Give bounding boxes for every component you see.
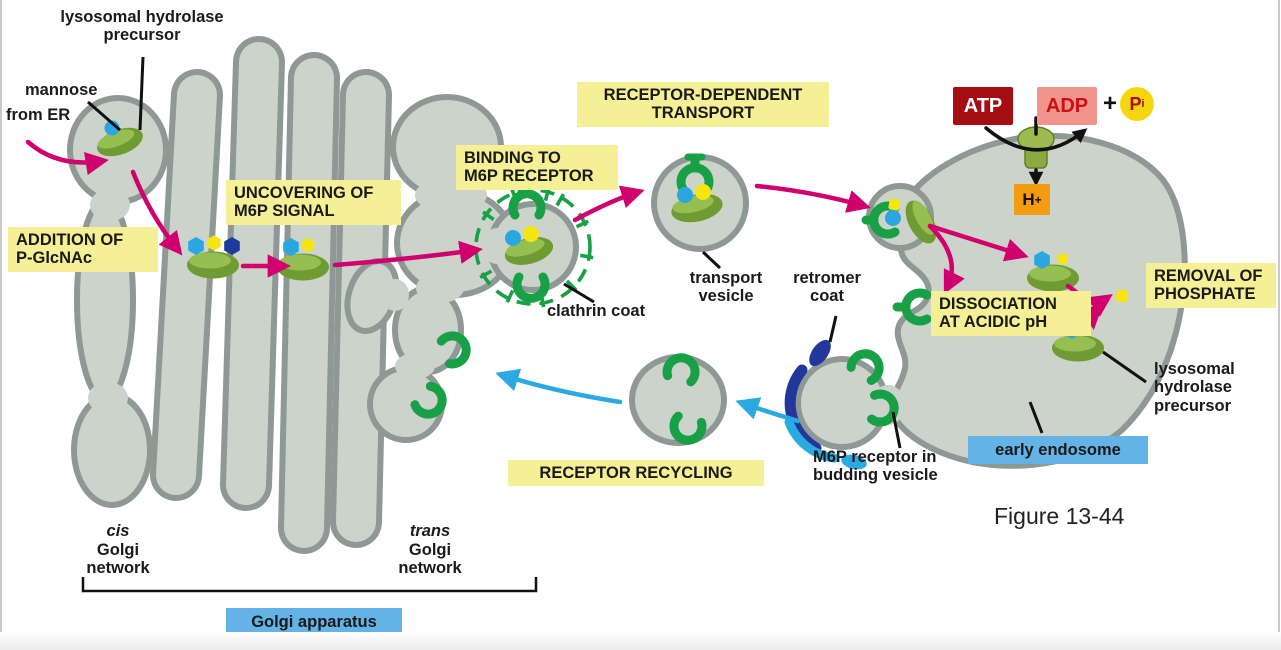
step-receptor-recycling: RECEPTOR RECYCLING xyxy=(508,460,764,487)
mannose-icon xyxy=(104,120,120,136)
pi-subscript: i xyxy=(1141,98,1145,110)
label-trans-golgi-network: trans Golgi network xyxy=(398,504,461,596)
trans-golgi-words: Golgi network xyxy=(398,540,462,578)
step-receptor-dependent-transport: RECEPTOR-DEPENDENT TRANSPORT xyxy=(577,82,829,127)
hydrolase-cis xyxy=(93,120,147,162)
h-letter: H xyxy=(1022,189,1035,209)
slide-bottom-shade xyxy=(0,632,1281,650)
label-m6p-receptor-in-budding-vesicle: M6P receptor in budding vesicle xyxy=(813,448,938,485)
step-uncovering-m6p-signal: UNCOVERING OF M6P SIGNAL xyxy=(226,180,401,225)
label-lysosomal-hydrolase-precursor-right: lysosomal hydrolase precursor xyxy=(1154,360,1235,415)
step-dissociation-at-acidic-ph: DISSOCIATION AT ACIDIC pH xyxy=(931,291,1091,336)
lysosomal-hydrolase-icons xyxy=(93,120,1129,362)
pi-letter: P xyxy=(1129,93,1142,114)
plus-sign: + xyxy=(1103,90,1118,117)
hydrolase-in-transport-vesicle xyxy=(668,184,726,227)
adp-box: ADP xyxy=(1037,87,1097,125)
cis-word: cis xyxy=(106,522,130,541)
h-plus-box: H+ xyxy=(1014,184,1050,215)
pathway-arrows-forward xyxy=(25,139,1113,330)
label-cis-golgi-network: cis Golgi network xyxy=(86,504,149,596)
label-golgi-apparatus: Golgi apparatus xyxy=(226,608,402,637)
cis-golgi-network-shape xyxy=(67,95,169,508)
label-from-er: from ER xyxy=(6,106,71,124)
label-mannose: mannose xyxy=(25,81,98,99)
label-clathrin-coat: clathrin coat xyxy=(547,302,646,320)
trans-word: trans xyxy=(409,522,451,541)
leader-lines xyxy=(87,56,1147,449)
hydrolase-in-bud xyxy=(501,226,557,270)
slide-right-border xyxy=(1278,0,1280,650)
atp-hydrolysis-arrows xyxy=(984,116,1088,187)
golgi-apparatus-bracket xyxy=(81,577,538,593)
step-removal-of-phosphate: REMOVAL OF PHOSPHATE xyxy=(1146,263,1276,308)
proton-pump-icon xyxy=(1017,126,1055,169)
label-transport-vesicle: transport vesicle xyxy=(689,269,763,306)
label-early-endosome: early endosome xyxy=(968,436,1148,465)
golgi-cisternae xyxy=(150,36,392,554)
hydrolase-free-in-endosome xyxy=(1027,251,1079,292)
hydrolase-after-addition xyxy=(187,235,240,279)
h-superscript: + xyxy=(1034,192,1042,207)
atp-box: ATP xyxy=(953,87,1013,125)
retromer-coat-icon xyxy=(784,339,867,470)
label-lysosomal-hydrolase-precursor-top: lysosomal hydrolase precursor xyxy=(60,8,224,45)
figure-caption: Figure 13-44 xyxy=(994,503,1125,529)
step-binding-to-m6p-receptor: BINDING TO M6P RECEPTOR xyxy=(456,145,618,190)
removed-phosphate-icon xyxy=(1115,289,1129,303)
cis-golgi-words: Golgi network xyxy=(86,540,150,578)
slide-left-border xyxy=(0,0,2,650)
step-addition-of-pglcnac: ADDITION OF P-GlcNAc xyxy=(8,227,158,272)
receptor-recycling-arrows xyxy=(495,368,801,424)
label-retromer-coat: retromer coat xyxy=(793,269,861,306)
hydrolase-at-fusion xyxy=(885,195,943,249)
